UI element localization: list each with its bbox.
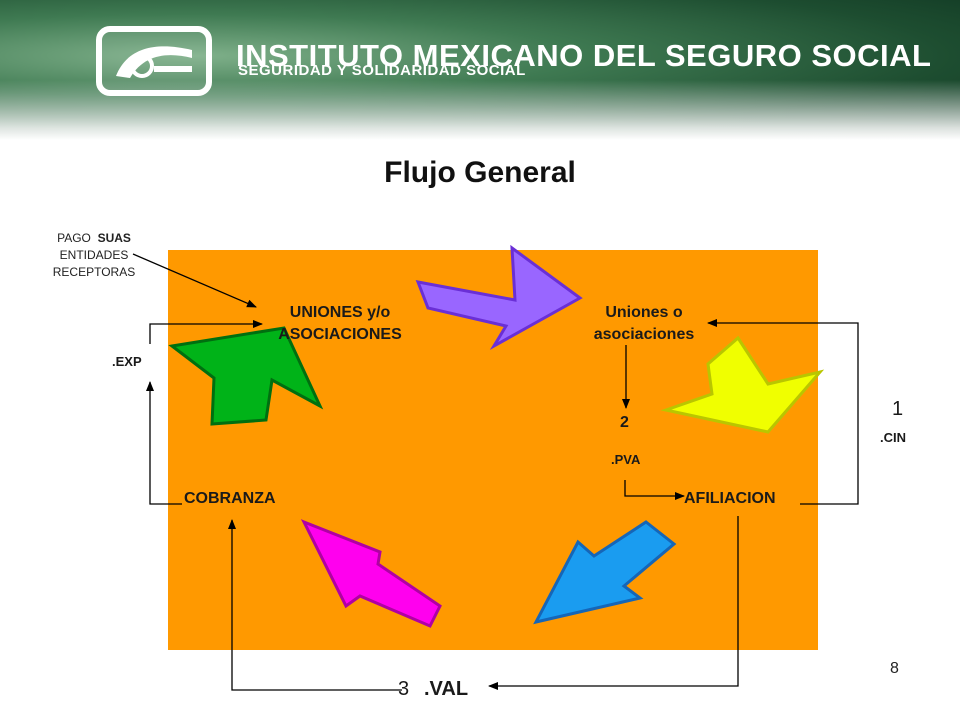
header-banner: INSTITUTO MEXICANO DEL SEGURO SOCIAL SEG…: [0, 0, 960, 140]
node-uniones-o-line2: asociaciones: [593, 326, 695, 343]
exp-code: .EXP: [112, 354, 142, 369]
exp-to-uniones-connector: [149, 320, 263, 344]
pva-connector: [624, 480, 685, 500]
org-name: INSTITUTO MEXICANO DEL SEGURO SOCIAL: [236, 38, 932, 73]
node-uniones-o-line1: Uniones o: [605, 304, 683, 321]
node-uniones-line1: UNIONES y/o: [289, 304, 391, 321]
step1-code: .CIN: [880, 430, 906, 445]
cin-connector: [707, 319, 859, 505]
step3-code: .VAL: [424, 678, 469, 700]
page-number: 8: [890, 660, 899, 677]
magenta-cycle-arrow: [300, 519, 442, 628]
exp-connector: [146, 381, 182, 505]
pago-note: PAGO SUAS ENTIDADES RECEPTORAS: [34, 230, 154, 281]
step2-number: 2: [620, 414, 629, 431]
purple-cycle-arrow: [415, 244, 583, 351]
suas-label: SUAS: [97, 231, 131, 245]
blue-cycle-arrow: [533, 520, 677, 625]
node-uniones-asociaciones: UNIONES y/o ASOCIACIONES: [262, 302, 418, 346]
step1-number: 1: [892, 398, 904, 420]
node-afiliacion: AFILIACION: [684, 490, 776, 507]
yellow-cycle-arrow: [660, 335, 825, 434]
receptoras-label: RECEPTORAS: [52, 265, 136, 279]
node-cobranza: COBRANZA: [184, 490, 276, 507]
green-cycle-arrow: [168, 326, 324, 426]
node-uniones-line2: ASOCIACIONES: [278, 326, 402, 343]
val-connector: [488, 516, 739, 690]
pago-label: PAGO: [57, 231, 91, 245]
step2-code: .PVA: [611, 452, 641, 467]
val-to-cobranza-connector: [228, 519, 402, 691]
node-uniones-o-asociaciones: Uniones o asociaciones: [572, 302, 716, 346]
page-title: Flujo General: [384, 156, 576, 189]
step3-number: 3: [398, 678, 410, 700]
pago-connector: [132, 253, 257, 308]
entidades-label: ENTIDADES: [59, 248, 129, 262]
org-motto: SEGURIDAD Y SOLIDARIDAD SOCIAL: [238, 62, 526, 79]
